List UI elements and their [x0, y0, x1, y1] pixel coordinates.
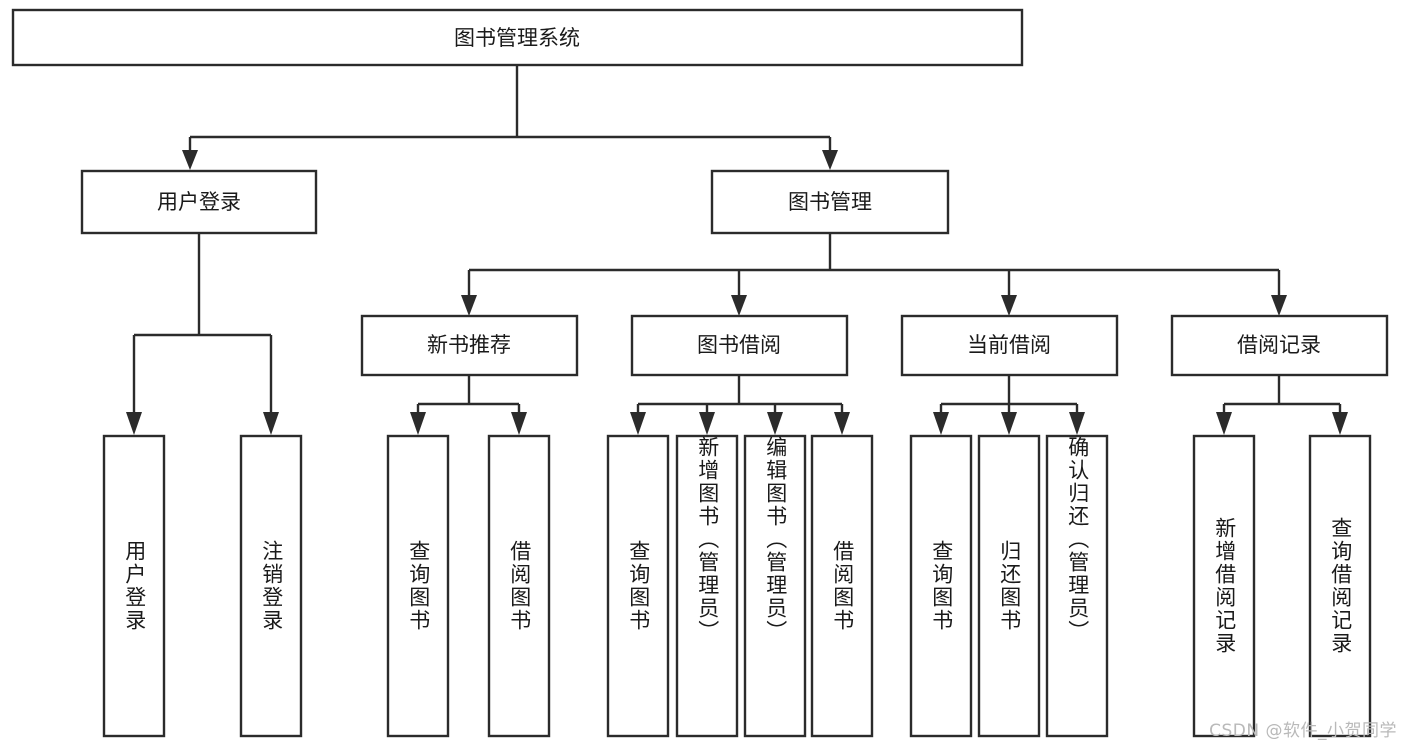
arrow-borrow-l2: [699, 412, 715, 435]
node-new-book-box[interactable]: [360, 314, 579, 377]
arrow-borrow-l4: [834, 412, 850, 435]
arrow-book-c4: [1271, 295, 1287, 316]
node-leaf-confirm-return-box[interactable]: [1045, 434, 1109, 738]
arrow-current-l3: [1069, 412, 1085, 435]
csdn-watermark: CSDN @软件_小贺同学: [1209, 721, 1397, 741]
arrow-book-c1: [461, 295, 477, 316]
node-leaf-edit-book-box[interactable]: [743, 434, 807, 738]
node-leaf-query-record-box[interactable]: [1308, 434, 1372, 738]
node-leaf-user-login-box[interactable]: [102, 434, 166, 738]
node-leaf-query-book-2-box[interactable]: [606, 434, 670, 738]
node-leaf-logout-box[interactable]: [239, 434, 303, 738]
arrow-user-leaf1: [126, 412, 142, 435]
node-leaf-add-book-box[interactable]: [675, 434, 739, 738]
arrow-root-to-book: [822, 150, 838, 170]
node-leaf-add-record-box[interactable]: [1192, 434, 1256, 738]
arrow-borrow-l3: [767, 412, 783, 435]
node-leaf-query-book-3-box[interactable]: [909, 434, 973, 738]
arrow-newbook-l1: [410, 412, 426, 435]
arrow-newbook-l2: [511, 412, 527, 435]
node-layer: 图书管理系统 用户登录 图书管理 新书推荐 图书借阅 当前借阅 借阅记录: [11, 8, 1389, 738]
node-book-borrow-label: 图书借阅: [697, 333, 781, 357]
node-book-manage-label: 图书管理: [788, 190, 872, 214]
arrow-current-l2: [1001, 412, 1017, 435]
arrow-record-l2: [1332, 412, 1348, 435]
node-current-borrow-label: 当前借阅: [967, 333, 1051, 357]
connector-layer: [126, 65, 1348, 435]
arrow-borrow-l1: [630, 412, 646, 435]
arrow-book-c2: [731, 295, 747, 316]
arrow-user-leaf2: [263, 412, 279, 435]
node-new-book-label: 新书推荐: [427, 333, 511, 357]
node-leaf-return-book-box[interactable]: [977, 434, 1041, 738]
node-current-borrow-box[interactable]: [900, 314, 1119, 377]
arrow-current-l1: [933, 412, 949, 435]
node-user-login-box[interactable]: [80, 169, 318, 235]
node-borrow-record-label: 借阅记录: [1237, 333, 1321, 357]
node-root-label: 图书管理系统: [454, 26, 580, 50]
node-borrow-record-box[interactable]: [1170, 314, 1389, 377]
node-root-box[interactable]: [11, 8, 1024, 67]
arrow-root-to-user: [182, 150, 198, 170]
arrow-book-c3: [1001, 295, 1017, 316]
node-book-manage-box[interactable]: [710, 169, 950, 235]
node-leaf-borrow-book-2-box[interactable]: [810, 434, 874, 738]
node-user-login-label: 用户登录: [157, 190, 241, 214]
node-leaf-borrow-book-1-box[interactable]: [487, 434, 551, 738]
node-book-borrow-box[interactable]: [630, 314, 849, 377]
node-leaf-query-book-1-box[interactable]: [386, 434, 450, 738]
arrow-record-l1: [1216, 412, 1232, 435]
